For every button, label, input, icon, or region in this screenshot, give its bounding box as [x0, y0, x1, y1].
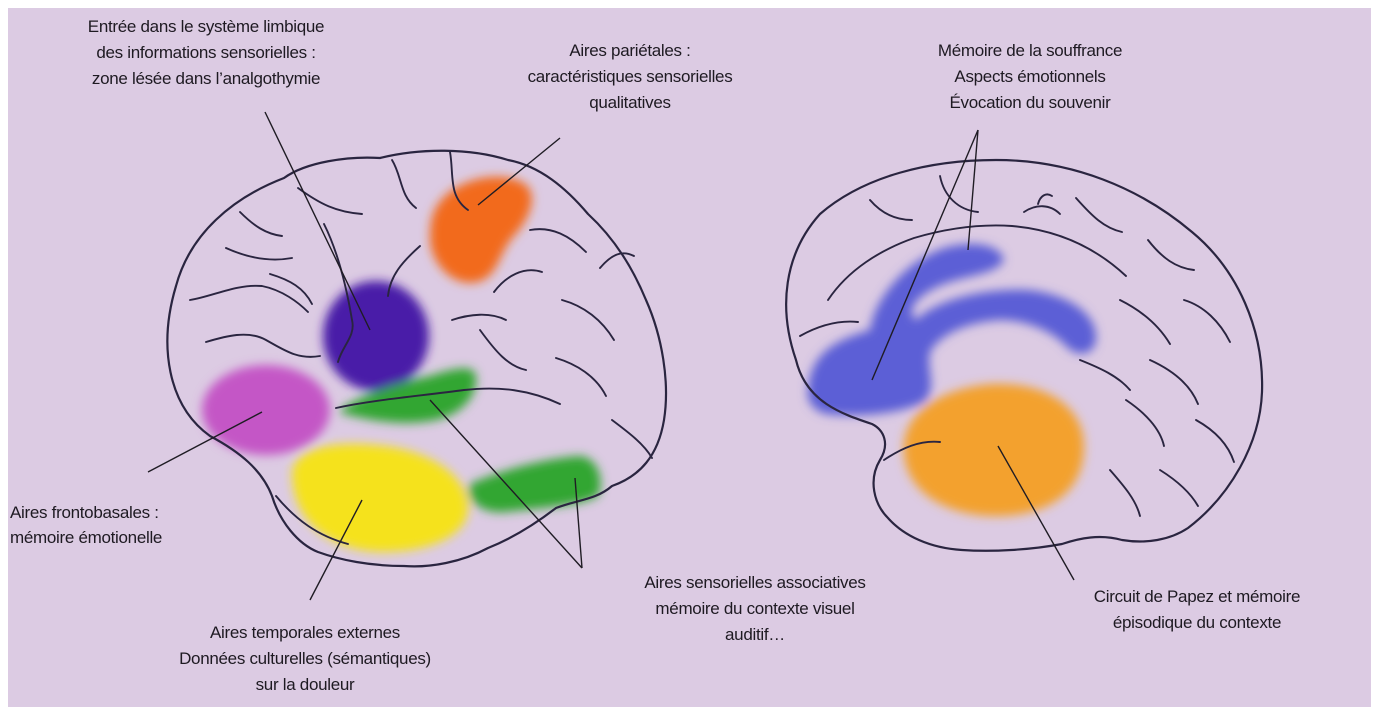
- top-edge: [0, 0, 1379, 8]
- label-line: Aires frontobasales :: [10, 503, 159, 522]
- label-line: épisodique du contexte: [1113, 613, 1281, 632]
- label-line: Entrée dans le système limbique: [88, 17, 324, 36]
- label-limbic-entry: Entrée dans le système limbique des info…: [88, 17, 324, 88]
- label-line: Évocation du souvenir: [950, 93, 1112, 112]
- label-line: Aires temporales externes: [210, 623, 400, 642]
- label-suffering-memory: Mémoire de la souffrance Aspects émotion…: [938, 41, 1122, 112]
- label-line: mémoire émotionelle: [10, 528, 162, 547]
- label-line: Aires sensorielles associatives: [644, 573, 865, 592]
- label-line: mémoire du contexte visuel: [655, 599, 854, 618]
- label-line: qualitatives: [589, 93, 670, 112]
- label-line: auditif…: [725, 625, 785, 644]
- label-line: Mémoire de la souffrance: [938, 41, 1122, 60]
- papez-region: [904, 384, 1084, 516]
- label-line: zone lésée dans l’analgothymie: [92, 69, 320, 88]
- limbic-entry-region: [323, 281, 429, 391]
- label-line: Aires pariétales :: [569, 41, 690, 60]
- label-line: des informations sensorielles :: [96, 43, 315, 62]
- label-line: Aspects émotionnels: [954, 67, 1105, 86]
- label-line: Données culturelles (sémantiques): [179, 649, 431, 668]
- label-line: sur la douleur: [256, 675, 355, 694]
- label-line: caractéristiques sensorielles: [528, 67, 733, 86]
- label-line: Circuit de Papez et mémoire: [1094, 587, 1300, 606]
